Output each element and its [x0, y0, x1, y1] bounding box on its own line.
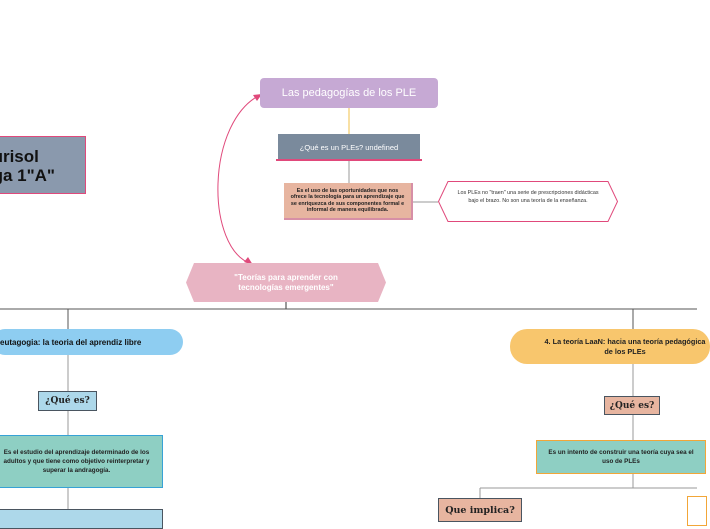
theories-label: "Teorías para aprender con tecnologías e…: [234, 272, 338, 292]
laan-implies-node[interactable]: Que implica?: [438, 498, 522, 522]
central-topic[interactable]: Las pedagogías de los PLE: [260, 78, 438, 108]
theories-shape: [186, 263, 386, 302]
laan-next-node[interactable]: [687, 496, 707, 526]
connector-lines: [0, 93, 697, 509]
heutagogy-question[interactable]: ¿Qué es?: [38, 391, 97, 411]
author-line-2: ga 1"A": [0, 166, 55, 185]
author-card[interactable]: urisol ga 1"A": [0, 136, 86, 194]
question-underline: [276, 159, 422, 161]
callout-shape: [437, 181, 619, 222]
theories-node[interactable]: "Teorías para aprender con tecnologías e…: [186, 263, 386, 302]
laan-answer[interactable]: Es un intento de construir una teoría cu…: [536, 440, 706, 474]
note-callout[interactable]: Los PLEs no "traen" una serie de prescri…: [437, 181, 619, 222]
heutagogy-topic[interactable]: eutagogia: la teoria del aprendiz libre: [0, 329, 183, 355]
heutagogy-answer[interactable]: Es el estudio del aprendizaje determinad…: [0, 435, 163, 488]
laan-question[interactable]: ¿Qué es?: [604, 396, 660, 415]
laan-topic[interactable]: 4. La teoría LaaN: hacia una teoría peda…: [510, 329, 710, 364]
note-text: Los PLEs no "traen" una serie de prescri…: [457, 190, 599, 204]
answer-ples-node[interactable]: Es el uso de las oportunidades que nos o…: [284, 183, 413, 220]
question-ples-node[interactable]: ¿Qué es un PLEs? undefined: [278, 134, 420, 160]
heutagogy-next-node[interactable]: [0, 509, 163, 529]
author-line-1: urisol: [0, 147, 39, 166]
